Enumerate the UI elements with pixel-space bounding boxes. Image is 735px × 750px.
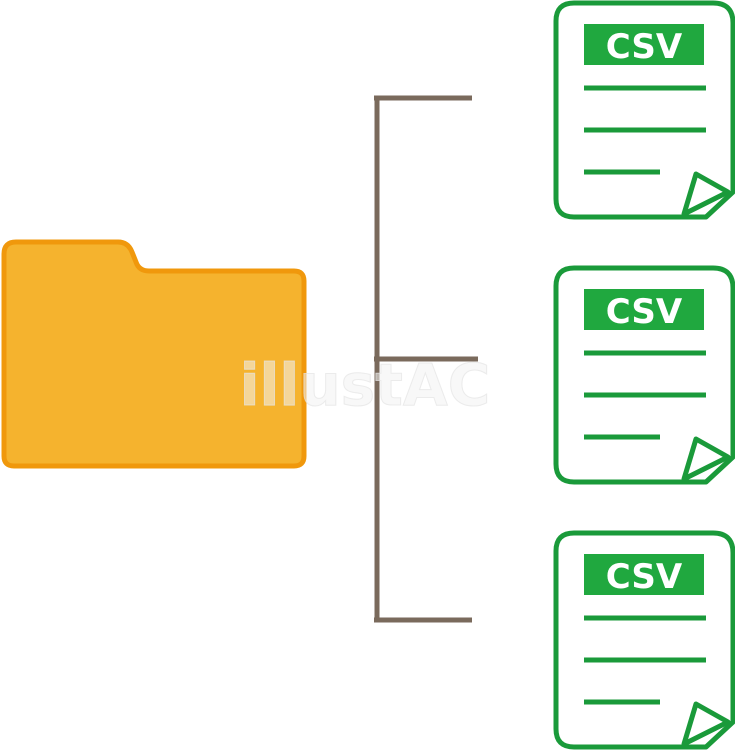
watermark: illustAC <box>240 351 491 419</box>
csv-badge <box>584 24 704 65</box>
tree-connector <box>374 95 478 623</box>
csv-label: CSV <box>606 292 683 332</box>
csv-file-3: CSV <box>553 530 735 750</box>
page-curl <box>681 171 731 217</box>
folder-body <box>1 239 307 469</box>
csv-file-1: CSV <box>553 0 735 220</box>
csv-label: CSV <box>606 557 683 597</box>
folder-icon <box>1 239 307 469</box>
page-curl <box>681 701 731 747</box>
page-curl <box>681 436 731 482</box>
csv-badge <box>584 289 704 330</box>
csv-file-2: CSV <box>553 265 735 485</box>
csv-badge <box>584 554 704 595</box>
csv-label: CSV <box>606 27 683 67</box>
